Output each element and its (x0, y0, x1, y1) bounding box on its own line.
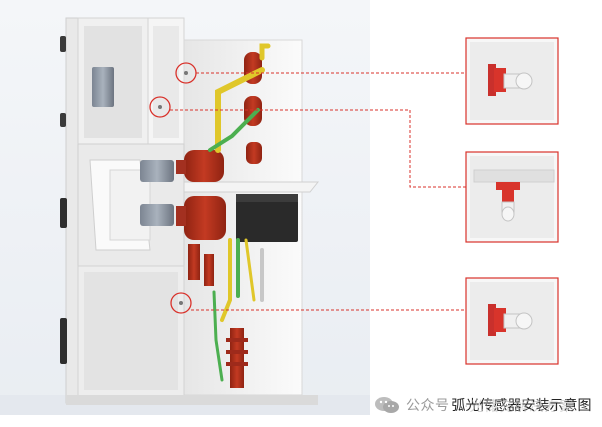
support-insulator-b (204, 254, 214, 286)
sensor-top-dot (184, 71, 188, 75)
mount-plate-middle (473, 169, 555, 183)
spout-flange-lower (176, 206, 186, 226)
door-handle-bottom (60, 318, 67, 364)
door-hinge-upper (60, 113, 66, 127)
contact-arm-upper (140, 160, 174, 182)
cable-insulator-shed-1 (226, 338, 248, 342)
figure-caption: 弧光传感器安装示意图 (451, 398, 592, 414)
contact-arm-lower (140, 204, 174, 226)
sensor-middle-marker (149, 96, 171, 118)
cable-yellow (220, 238, 232, 322)
watermark-faded: ·光储充解决方案 (464, 399, 575, 415)
wechat-icon (375, 397, 399, 413)
wall-bushing-bottom (246, 142, 262, 164)
relay-device (92, 67, 114, 107)
sensor-lens-top (515, 72, 533, 90)
sensor-flange-middle (496, 182, 520, 190)
cable-insulator (230, 328, 244, 388)
sensor-bracket-bottom (488, 304, 496, 336)
support-insulator-a (188, 244, 200, 280)
cable-insulator-shed-3 (226, 362, 248, 366)
cable-yellow-2 (244, 238, 256, 302)
sensor-middle-dot (158, 105, 162, 109)
busbar-green (208, 108, 260, 152)
cable-compartment-interior (84, 272, 178, 390)
sensor-bottom-dot (179, 301, 183, 305)
sensor-bottom-marker (170, 292, 192, 314)
door-hinge-top (60, 36, 66, 52)
busbar-top-stub (259, 43, 271, 61)
sensor-detail-top (465, 37, 559, 125)
cable-insulator-shed-2 (226, 350, 248, 354)
cabinet-base (66, 395, 318, 405)
door-handle-middle (60, 198, 67, 228)
sensor-housing-bottom (494, 308, 506, 332)
spout-flange-upper (176, 160, 186, 174)
caption-area: 公众号 ·光储充解决方案 弧光传感器安装示意图 (374, 388, 594, 422)
busbar-compartment-interior (153, 26, 179, 138)
sensor-bracket-top (488, 64, 496, 96)
spout-contact-upper (184, 150, 224, 182)
busbar-yellow (215, 67, 265, 153)
ground-wire (212, 290, 224, 382)
sensor-lens-middle (501, 206, 515, 222)
leader-middle (170, 109, 466, 188)
sensor-detail-bottom (465, 277, 559, 365)
sensor-housing-top (494, 68, 506, 92)
leader-lines (170, 72, 466, 311)
spout-contact-lower (184, 196, 226, 240)
breaker-mechanism-top (236, 194, 298, 202)
watermark-prefix: 公众号 (406, 398, 450, 414)
front-door-edge (65, 17, 79, 404)
busbars (208, 43, 271, 382)
shelf-plate (183, 181, 320, 193)
sensor-detail-middle (465, 151, 559, 243)
breaker-mechanism (236, 194, 298, 242)
sensor-lens-bottom (515, 312, 533, 330)
